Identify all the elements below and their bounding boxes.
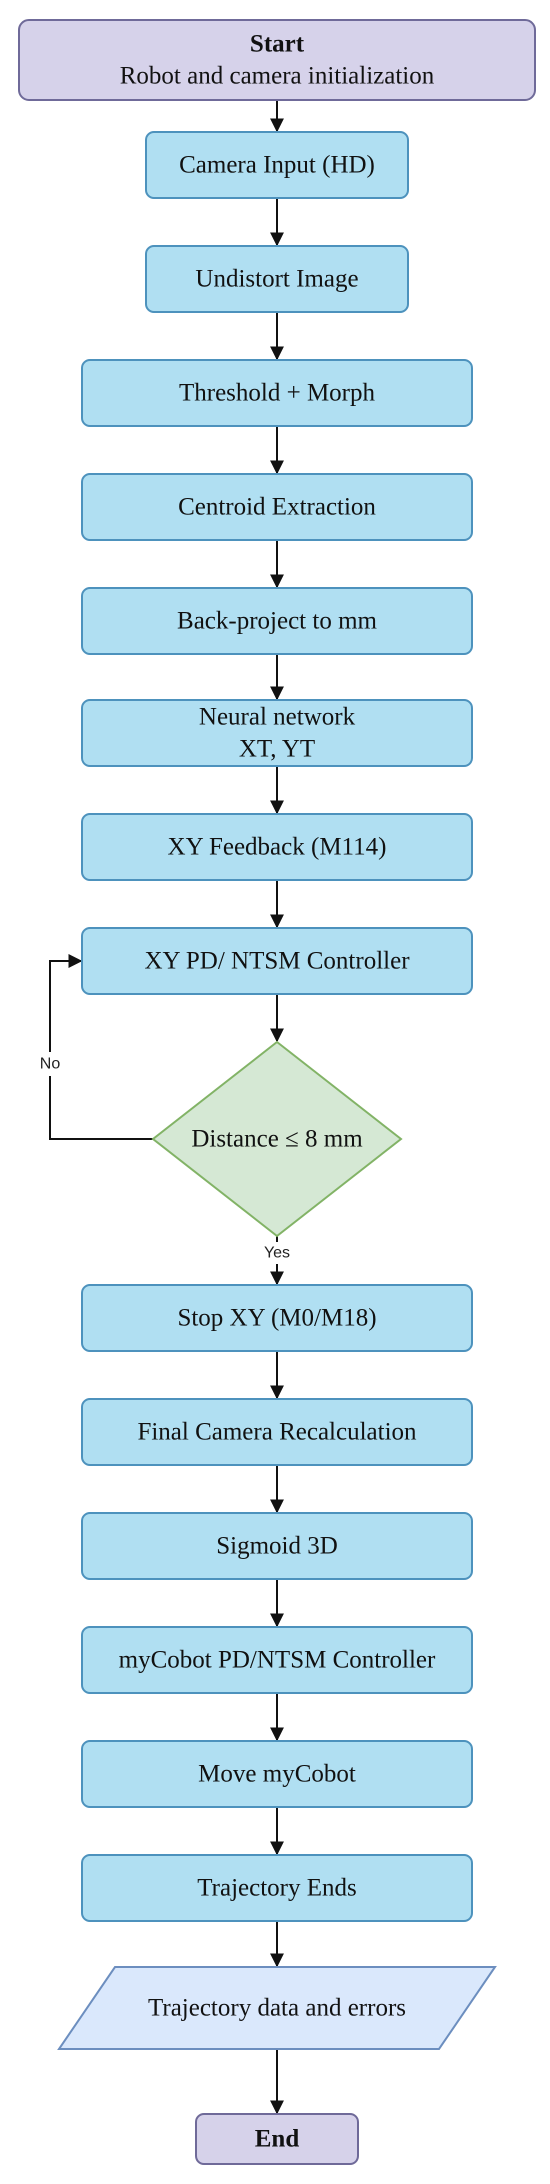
node-label: Distance ≤ 8 mm xyxy=(191,1126,363,1153)
no-label-background xyxy=(34,1052,66,1076)
process-box xyxy=(81,1740,473,1808)
node-label: Trajectory Ends xyxy=(197,1875,356,1902)
node-label: Back-project to mm xyxy=(177,608,377,635)
node-threshold: Threshold + Morph xyxy=(81,359,473,427)
loop-back-arrow xyxy=(49,954,153,1140)
node-mycobot-controller: myCobot PD/NTSM Controller xyxy=(81,1626,473,1694)
node-xy-feedback: XY Feedback (M114) xyxy=(81,813,473,881)
node-centroid: Centroid Extraction xyxy=(81,473,473,541)
process-box xyxy=(145,131,409,199)
process-box xyxy=(81,1284,473,1352)
decision-diamond xyxy=(151,1040,403,1238)
node-distance-check: Distance ≤ 8 mm xyxy=(151,1040,403,1238)
node-trajectory-ends: Trajectory Ends xyxy=(81,1854,473,1922)
edges-layer: Yes No xyxy=(34,100,295,2115)
edge-label-yes: Yes xyxy=(264,1245,290,1262)
node-label: Final Camera Recalculation xyxy=(137,1419,417,1446)
node-label: Stop XY (M0/M18) xyxy=(177,1305,376,1332)
node-label: Threshold + Morph xyxy=(179,380,376,407)
node-end: End xyxy=(195,2113,359,2165)
process-box xyxy=(81,927,473,995)
node-label: Camera Input (HD) xyxy=(179,152,375,179)
node-sigmoid: Sigmoid 3D xyxy=(81,1512,473,1580)
node-label: Centroid Extraction xyxy=(178,494,376,521)
process-box xyxy=(81,813,473,881)
node-camera-input: Camera Input (HD) xyxy=(145,131,409,199)
terminal-shape xyxy=(195,2113,359,2165)
process-box xyxy=(81,1398,473,1466)
node-label: Undistort Image xyxy=(195,266,358,293)
node-move-mycobot: Move myCobot xyxy=(81,1740,473,1808)
process-box xyxy=(81,699,473,767)
node-backproject: Back-project to mm xyxy=(81,587,473,655)
process-box xyxy=(81,473,473,541)
node-stop-xy: Stop XY (M0/M18) xyxy=(81,1284,473,1352)
edge-label-no: No xyxy=(40,1056,61,1073)
node-label: Robot and camera initialization xyxy=(120,63,435,90)
yes-label-background xyxy=(259,1242,295,1264)
node-label: XT, YT xyxy=(239,736,315,763)
process-box xyxy=(81,1854,473,1922)
node-xy-controller: XY PD/ NTSM Controller xyxy=(81,927,473,995)
node-label: End xyxy=(255,2126,300,2153)
process-box xyxy=(145,245,409,313)
node-label: myCobot PD/NTSM Controller xyxy=(119,1647,436,1674)
node-undistort: Undistort Image xyxy=(145,245,409,313)
node-label: Sigmoid 3D xyxy=(216,1533,338,1560)
process-box xyxy=(81,1512,473,1580)
node-label: Trajectory data and errors xyxy=(148,1995,406,2022)
process-box xyxy=(81,1626,473,1694)
node-label: XY Feedback (M114) xyxy=(168,834,387,861)
process-box xyxy=(81,359,473,427)
node-label: Move myCobot xyxy=(198,1761,356,1788)
node-label: XY PD/ NTSM Controller xyxy=(144,948,410,975)
node-label: Start xyxy=(250,31,305,58)
process-box xyxy=(81,587,473,655)
data-parallelogram xyxy=(57,1966,497,2050)
node-label: Neural network xyxy=(199,704,356,731)
terminal-shape xyxy=(18,19,536,101)
node-trajectory-data: Trajectory data and errors xyxy=(57,1966,497,2050)
node-final-recalc: Final Camera Recalculation xyxy=(81,1398,473,1466)
